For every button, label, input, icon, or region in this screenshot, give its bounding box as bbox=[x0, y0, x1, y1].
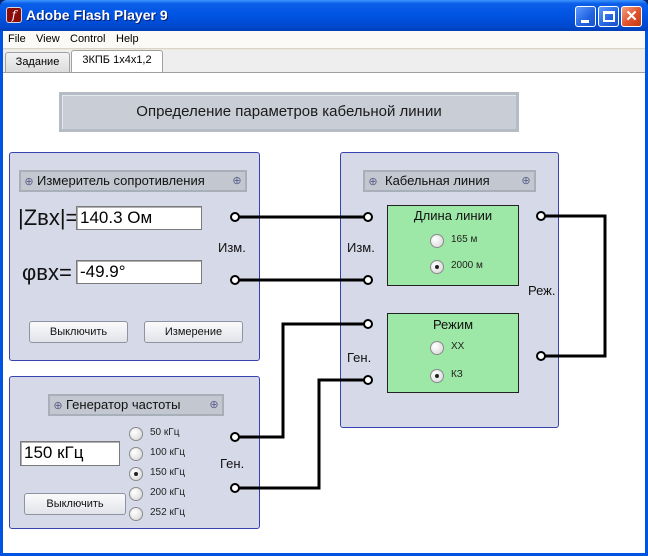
length-box: Длина линии 165 м 2000 м bbox=[387, 205, 519, 286]
z-symbol: |Zвх|= bbox=[18, 205, 79, 230]
cable-title-label: Кабельная линия bbox=[385, 173, 490, 188]
measure-button[interactable]: Измерение bbox=[144, 321, 243, 343]
pin-icon: ⊕ bbox=[232, 175, 242, 187]
freq-option-label: 150 кГц bbox=[150, 467, 185, 478]
cable-gen-terminal-label: Ген. bbox=[347, 350, 372, 365]
generator-panel-title[interactable]: ⊕Генератор частоты⊕ bbox=[48, 394, 224, 416]
close-button[interactable]: ✕ bbox=[621, 6, 642, 27]
radio-icon bbox=[129, 427, 143, 441]
wire-gen-a bbox=[235, 322, 368, 439]
menu-help[interactable]: Help bbox=[116, 33, 139, 45]
maximize-button[interactable] bbox=[598, 6, 619, 27]
mode-box: Режим ХХ КЗ bbox=[387, 313, 519, 393]
menu-bar: File View Control Help bbox=[3, 31, 645, 49]
radio-icon bbox=[430, 234, 444, 248]
radio-icon bbox=[129, 447, 143, 461]
phi-value-field: -49.9° bbox=[76, 260, 202, 284]
meter-off-button[interactable]: Выключить bbox=[29, 321, 128, 343]
radio-icon bbox=[430, 341, 444, 355]
tab-task[interactable]: Задание bbox=[5, 52, 70, 72]
menu-control[interactable]: Control bbox=[70, 33, 106, 45]
freq-option-label: 50 кГц bbox=[150, 427, 180, 438]
radio-icon bbox=[129, 487, 143, 501]
pin-icon: ⊕ bbox=[209, 399, 219, 411]
flash-player-icon: f bbox=[6, 7, 22, 23]
terminal-mode-a[interactable] bbox=[536, 211, 546, 221]
menu-view[interactable]: View bbox=[36, 33, 60, 45]
wire-mode-loop bbox=[541, 214, 607, 358]
terminal-mode-b[interactable] bbox=[536, 351, 546, 361]
cable-panel-title[interactable]: ⊕ Кабельная линия ⊕ bbox=[363, 170, 536, 192]
terminal-gen-a[interactable] bbox=[230, 432, 240, 442]
pin-icon: ⊕ bbox=[53, 400, 63, 412]
mode-option-label: ХХ bbox=[451, 341, 465, 352]
generator-terminal-label: Ген. bbox=[220, 456, 245, 471]
mode-title: Режим bbox=[432, 317, 474, 332]
radio-selected-icon bbox=[129, 467, 143, 481]
flash-stage: Определение параметров кабельной линии ⊕… bbox=[3, 72, 645, 553]
page-title: Определение параметров кабельной линии bbox=[136, 103, 442, 120]
generator-off-button[interactable]: Выключить bbox=[24, 493, 126, 515]
length-title: Длина линии bbox=[413, 208, 493, 223]
terminal-meter-z[interactable] bbox=[230, 212, 240, 222]
menu-file[interactable]: File bbox=[8, 33, 26, 45]
length-option-label: 2000 м bbox=[451, 260, 483, 271]
generator-title-label: Генератор частоты bbox=[66, 397, 181, 412]
cable-meter-terminal-label: Изм. bbox=[347, 240, 375, 255]
terminal-cable-gen-a[interactable] bbox=[363, 319, 373, 329]
maximize-icon bbox=[603, 11, 615, 22]
window-title: Adobe Flash Player 9 bbox=[26, 7, 168, 23]
radio-icon bbox=[129, 507, 143, 521]
length-option-label: 165 м bbox=[451, 234, 478, 245]
terminal-cable-gen-b[interactable] bbox=[363, 375, 373, 385]
mode-option-label: КЗ bbox=[451, 369, 463, 380]
radio-selected-icon bbox=[430, 260, 444, 274]
header-panel: Определение параметров кабельной линии bbox=[59, 92, 519, 132]
title-bar[interactable]: f Adobe Flash Player 9 ✕ bbox=[0, 0, 648, 31]
tab-cable[interactable]: 3КПБ 1х4х1,2 bbox=[71, 50, 163, 72]
pin-icon: ⊕ bbox=[24, 176, 34, 188]
client-area: File View Control Help Задание 3КПБ 1х4х… bbox=[3, 31, 645, 553]
pin-icon: ⊕ bbox=[521, 175, 531, 187]
phi-symbol: φвх= bbox=[22, 260, 72, 285]
terminal-cable-meter-b[interactable] bbox=[363, 275, 373, 285]
frequency-field: 150 кГц bbox=[20, 441, 120, 466]
minimize-icon bbox=[581, 20, 589, 23]
radio-selected-icon bbox=[430, 369, 444, 383]
terminal-cable-meter-a[interactable] bbox=[363, 212, 373, 222]
minimize-button[interactable] bbox=[575, 6, 596, 27]
meter-panel-title[interactable]: ⊕Измеритель сопротивления⊕ bbox=[19, 170, 247, 192]
meter-terminal-label: Изм. bbox=[218, 240, 246, 255]
wire-gen-b bbox=[235, 378, 368, 490]
terminal-meter-phi[interactable] bbox=[230, 275, 240, 285]
freq-option-label: 200 кГц bbox=[150, 487, 185, 498]
freq-option-label: 252 кГц bbox=[150, 507, 185, 518]
close-icon: ✕ bbox=[625, 8, 638, 25]
z-value-field: 140.3 Ом bbox=[76, 206, 202, 230]
meter-title-label: Измеритель сопротивления bbox=[37, 173, 205, 188]
cable-mode-terminal-label: Реж. bbox=[528, 283, 556, 298]
tab-strip: Задание 3КПБ 1х4х1,2 bbox=[3, 50, 645, 72]
terminal-gen-b[interactable] bbox=[230, 483, 240, 493]
freq-option-label: 100 кГц bbox=[150, 447, 185, 458]
pin-icon: ⊕ bbox=[368, 176, 378, 188]
